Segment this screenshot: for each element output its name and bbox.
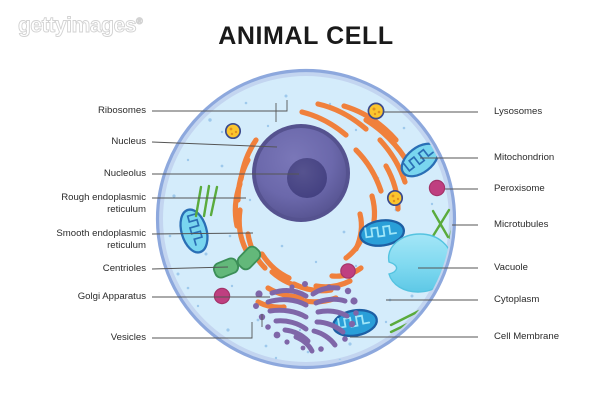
leader-nucleus	[151, 141, 278, 148]
label-rough-endoplasmic-reticulum: Rough endoplasmic reticulum	[61, 192, 146, 215]
peroxisome-left	[213, 287, 231, 305]
getty-images-watermark: gettyimages®	[18, 14, 144, 38]
label-lysosomes: Lysosomes	[494, 106, 543, 117]
mitochondrion-upper-right	[400, 142, 440, 178]
mitochondrion-middle-right	[358, 219, 406, 247]
leader-ribosomes	[152, 100, 288, 112]
centrioles	[212, 245, 262, 279]
lysosome-top	[367, 102, 385, 120]
microtubules-left	[194, 184, 219, 218]
leader-centrioles	[151, 266, 229, 270]
leader-vesicles	[152, 322, 253, 339]
golgi-vesicles	[253, 281, 359, 352]
peroxisome-right	[428, 179, 446, 197]
label-peroxisome: Peroxisome	[494, 183, 545, 194]
lysosome-middle	[386, 189, 404, 207]
nucleus	[252, 124, 350, 222]
microtubules	[431, 206, 451, 240]
leader-smooth-er	[151, 232, 254, 235]
label-mitochondrion: Mitochondrion	[494, 152, 555, 163]
page-title: ANIMAL CELL	[218, 22, 394, 50]
golgi-apparatus	[265, 285, 350, 354]
label-smooth-endoplasmic-reticulum: Smooth endoplasmic reticulum	[56, 228, 146, 251]
label-vesicles: Vesicles	[110, 332, 146, 343]
peroxisome-center	[340, 263, 356, 279]
label-cell-membrane: Cell Membrane	[494, 331, 560, 342]
label-nucleolus: Nucleolus	[103, 168, 146, 179]
label-centrioles: Centrioles	[102, 263, 146, 274]
label-vacuole: Vacuole	[494, 262, 528, 273]
nucleolus	[287, 158, 327, 198]
label-nucleus: Nucleus	[111, 136, 146, 147]
label-ribosomes: Ribosomes	[98, 105, 146, 116]
label-golgi-apparatus: Golgi Apparatus	[77, 291, 146, 302]
label-cytoplasm: Cytoplasm	[494, 294, 540, 305]
lysosome-left	[224, 122, 242, 140]
mitochondrion-left	[179, 208, 209, 254]
label-microtubules: Microtubules	[494, 219, 549, 230]
